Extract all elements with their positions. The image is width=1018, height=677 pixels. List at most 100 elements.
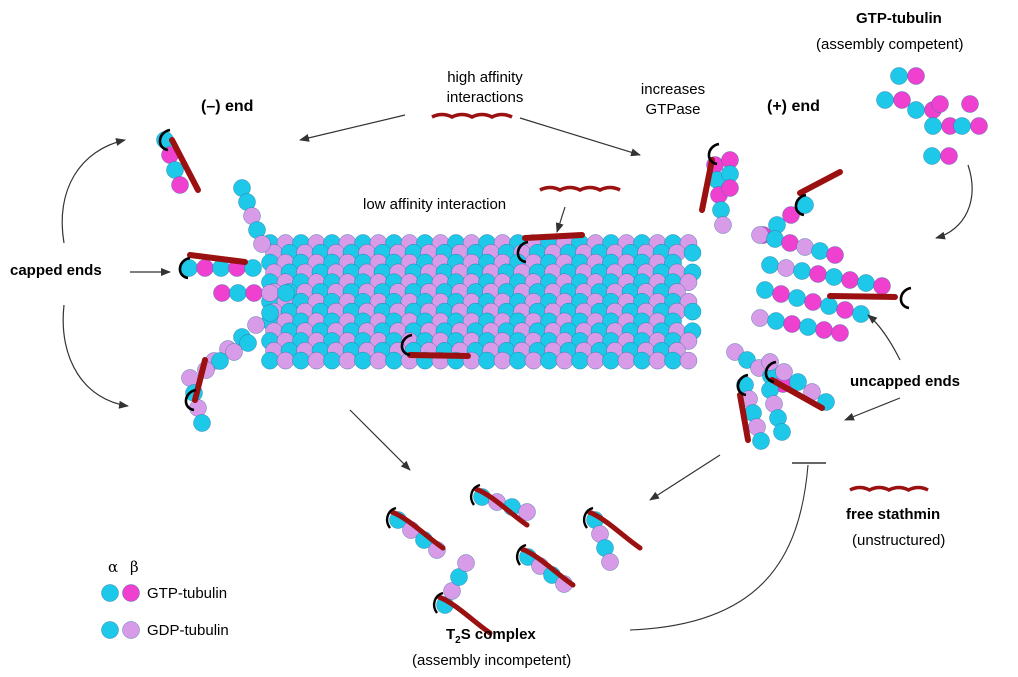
protofilament-subunit [753, 433, 770, 450]
arrow [557, 207, 565, 232]
protofilament-subunit [762, 257, 779, 274]
free-gtp-dimer-alpha [924, 148, 941, 165]
tubulin-subunit [339, 352, 356, 369]
tubulin-subunit [634, 352, 651, 369]
t2s-complex-label: T2S complex [446, 626, 536, 646]
protofilament-subunit [214, 285, 231, 302]
tubulin-subunit [684, 303, 701, 320]
free-gtp-dimer-alpha [877, 92, 894, 109]
arrow [868, 315, 900, 360]
legend-alpha-gtp [102, 585, 119, 602]
arrow [63, 305, 128, 406]
tubulin-subunit [556, 352, 573, 369]
stathmin-cap [901, 288, 911, 308]
protofilament-subunit [810, 266, 827, 283]
minus-end-label: (–) end [201, 98, 253, 116]
tubulin-subunit [572, 352, 589, 369]
legend-beta-gtp [123, 585, 140, 602]
tubulin-subunit [587, 352, 604, 369]
protofilament-subunit [190, 400, 207, 417]
protofilament-subunit [768, 313, 785, 330]
free-stathmin [850, 488, 928, 491]
inhibition-line [630, 465, 808, 630]
protofilament-subunit [774, 424, 791, 441]
protofilament-subunit [812, 243, 829, 260]
protofilament-subunit [827, 247, 844, 264]
arrow [845, 398, 900, 420]
protofilament-subunit [832, 325, 849, 342]
protofilament-subunit [248, 317, 265, 334]
legend-alpha-symbol: α [108, 558, 118, 576]
arrow [350, 410, 410, 470]
protofilament-subunit [262, 305, 279, 322]
protofilament-subunit [826, 269, 843, 286]
arrow [300, 115, 405, 140]
protofilament-subunit [842, 272, 859, 289]
protofilament-subunit [262, 285, 279, 302]
tubulin-subunit [618, 352, 635, 369]
gtp-tubulin-subtitle: (assembly competent) [816, 36, 964, 53]
protofilament-subunit [837, 302, 854, 319]
free-stathmin-title: free stathmin [846, 506, 940, 523]
protofilament-subunit [278, 285, 295, 302]
protofilament-subunit [784, 316, 801, 333]
tubulin-subunit [684, 244, 701, 261]
free-gtp-dimer-beta [894, 92, 911, 109]
protofilament-subunit [172, 177, 189, 194]
protofilament-subunit [197, 260, 214, 277]
capped-ends-label: capped ends [10, 262, 102, 279]
low-affinity-label: low affinity interaction [363, 196, 506, 213]
tubulin-subunit [680, 352, 697, 369]
arrow [62, 140, 125, 243]
protofilament-subunit [816, 322, 833, 339]
tubulin-subunit [603, 352, 620, 369]
tubulin-subunit [324, 352, 341, 369]
tubulin-subunit [370, 352, 387, 369]
increases-gtpase-label: increases GTPase [628, 80, 718, 120]
protofilament-subunit [773, 286, 790, 303]
gtp-tubulin-title: GTP-tubulin [856, 10, 942, 27]
uncapped-ends-label: uncapped ends [850, 373, 960, 390]
protofilament-subunit [821, 298, 838, 315]
free-gtp-dimer-alpha [925, 118, 942, 135]
stathmin-molecules [160, 115, 928, 634]
protofilament-subunit [805, 294, 822, 311]
protofilament-subunit [167, 162, 184, 179]
protofilament-subunit [246, 285, 263, 302]
free-stathmin [432, 115, 512, 118]
tubulin-subunit [277, 352, 294, 369]
protofilament-subunit [794, 263, 811, 280]
protofilament-subunit [789, 290, 806, 307]
legend-beta-symbol: β [130, 558, 139, 576]
tubulin-subunit [541, 352, 558, 369]
protofilament-subunit [230, 285, 247, 302]
tubulin-subunit [293, 352, 310, 369]
legend-alpha-gdp [102, 622, 119, 639]
tubulin-subunit [665, 352, 682, 369]
protofilament-subunit [776, 364, 793, 381]
free-gtp-dimer-alpha [891, 68, 908, 85]
free-gtp-dimer-alpha [908, 102, 925, 119]
tubulin-subunit [308, 352, 325, 369]
tubulin-subunit [355, 352, 372, 369]
tubulin-subunit [510, 352, 527, 369]
free-stathmin [540, 188, 620, 191]
stathmin-helix [410, 355, 468, 356]
t2s-complex-note: (assembly incompetent) [412, 652, 571, 669]
protofilament-subunit [752, 227, 769, 244]
protofilament-subunit [722, 180, 739, 197]
free-gtp-dimer-beta [971, 118, 988, 135]
tubulin-subunit [649, 352, 666, 369]
tubulin-subunit [479, 352, 496, 369]
free-gtp-dimer-beta [962, 96, 979, 113]
legend-beta-gdp [123, 622, 140, 639]
protofilament-subunit [715, 217, 732, 234]
protofilament-subunit [254, 236, 271, 253]
protofilament-subunit [713, 202, 730, 219]
protofilament-subunit [778, 260, 795, 277]
tubulin-subunit [386, 352, 403, 369]
protofilament-subunit [782, 235, 799, 252]
stathmin-helix [800, 172, 840, 193]
protofilament-subunit [194, 415, 211, 432]
free-gtp-dimer-beta [941, 148, 958, 165]
